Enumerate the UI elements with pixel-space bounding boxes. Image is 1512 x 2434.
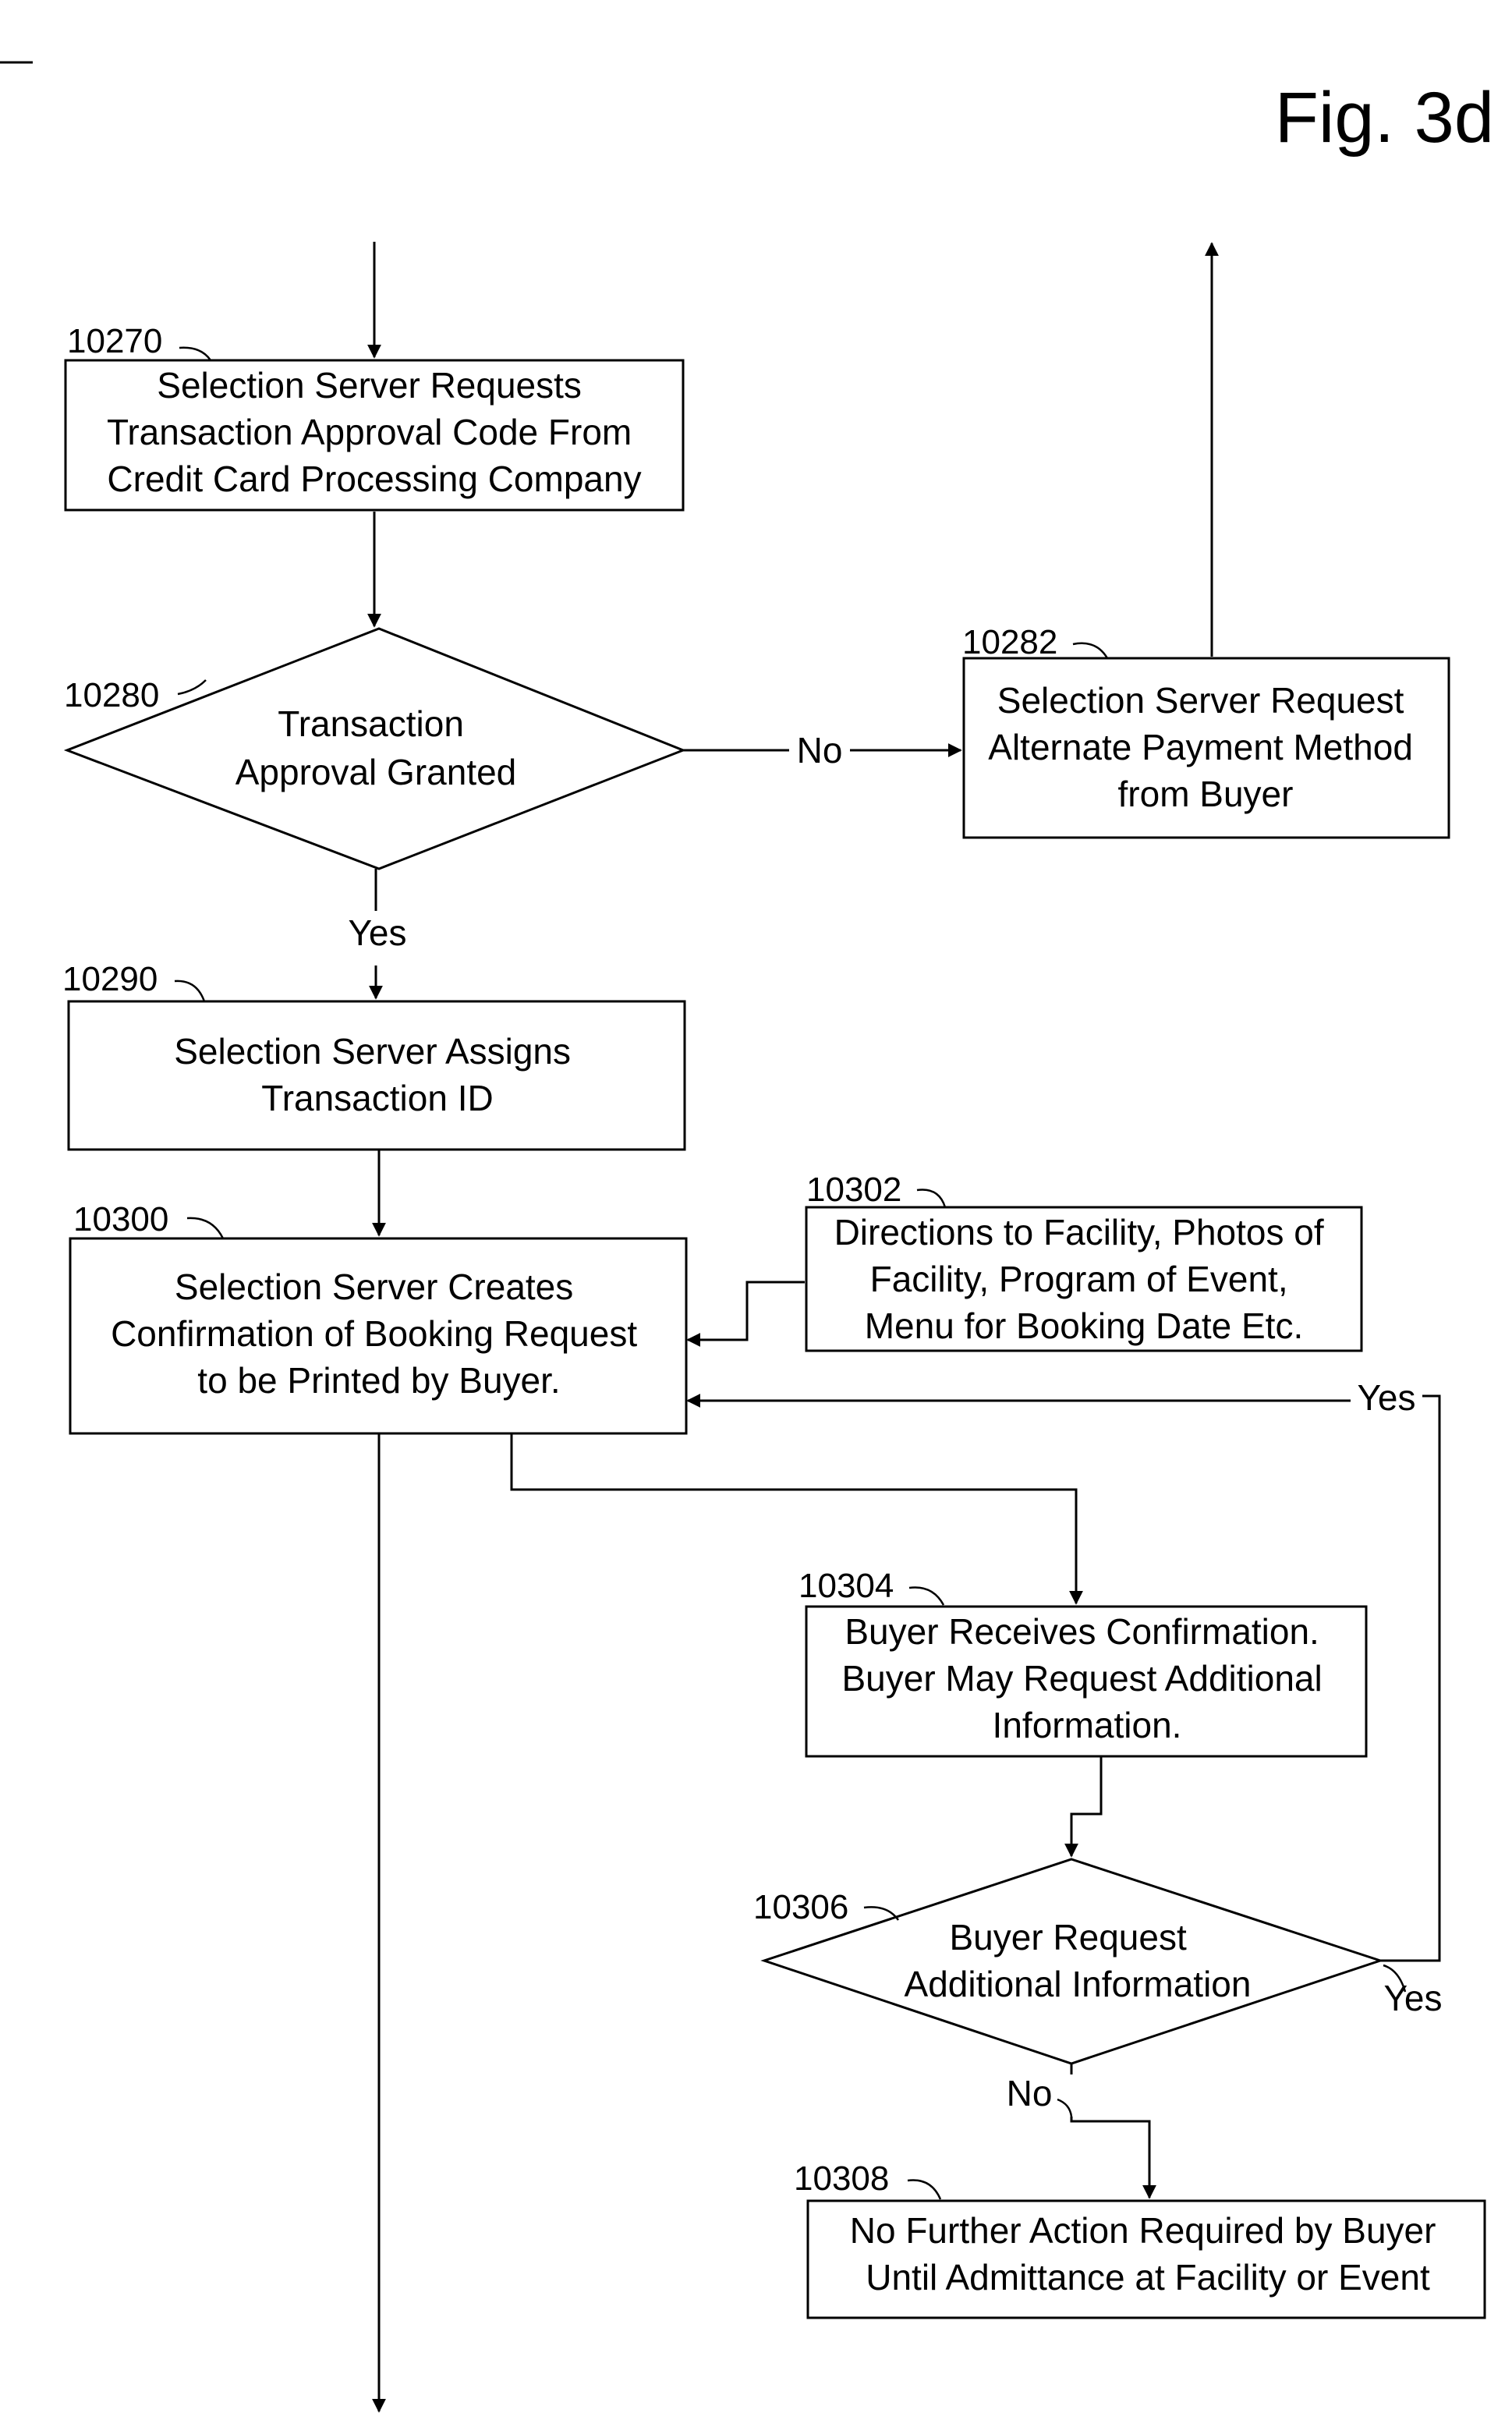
step-10290-ref: 10290 <box>62 960 158 998</box>
connector-10306-yes-loop-a <box>1380 1394 1441 1962</box>
decision-10306-diamond <box>760 1858 1384 2065</box>
decision-10306-line-2: Additional Information <box>905 1964 1252 2004</box>
step-10282-text: Selection Server Request Alternate Payme… <box>988 680 1422 814</box>
step-10308-box <box>806 2199 1486 2319</box>
ref-hook-10304 <box>908 1586 945 1606</box>
decision-10280-line-1: Transaction <box>278 703 464 744</box>
step-10300-text: Selection Server Creates Confirmation of… <box>111 1267 647 1401</box>
step-10270-line-2: Transaction Approval Code From <box>107 412 632 452</box>
step-10300-line-1: Selection Server Creates <box>175 1267 573 1307</box>
step-10304-box <box>805 1605 1368 1758</box>
step-10300-line-2: Confirmation of Booking Request <box>111 1313 637 1354</box>
edge-label-no-10280: No <box>797 730 843 771</box>
step-10308-ref: 10308 <box>794 2159 889 2198</box>
step-10302-line-1: Directions to Facility, Photos of <box>834 1212 1324 1252</box>
step-10308-line-1: No Further Action Required by Buyer <box>850 2210 1436 2251</box>
decision-10280-diamond <box>63 627 687 870</box>
step-10270-box <box>64 359 685 512</box>
connector-10304-10306 <box>1064 1756 1103 1858</box>
step-10302-line-3: Menu for Booking Date Etc. <box>865 1306 1304 1346</box>
edge-label-yes-10306-side: Yes <box>1383 1978 1442 2018</box>
step-10306-ref: 10306 <box>753 1888 848 1926</box>
step-10302-text: Directions to Facility, Photos of Facili… <box>834 1212 1334 1346</box>
connector-10300-10304 <box>510 1433 1083 1605</box>
step-10304-ref: 10304 <box>798 1567 894 1605</box>
step-10308-text: No Further Action Required by Buyer Unti… <box>850 2210 1446 2298</box>
ref-hook-10302 <box>916 1189 947 1208</box>
step-10302-line-2: Facility, Program of Event, <box>870 1259 1288 1299</box>
decision-10306-text: Buyer Request Additional Information <box>905 1917 1252 2004</box>
step-10270-text: Selection Server Requests Transaction Ap… <box>107 365 642 499</box>
ref-hook-10280 <box>177 679 207 696</box>
edge-label-yes-10280: Yes <box>348 912 406 953</box>
edge-label-yes-10306-top: Yes <box>1357 1377 1415 1418</box>
step-10300-box <box>69 1237 688 1435</box>
step-10290-box <box>67 1000 686 1151</box>
ref-hook-10308 <box>907 2179 942 2200</box>
ref-hook-10290 <box>174 980 206 1002</box>
step-10290-text: Selection Server Assigns Transaction ID <box>174 1031 581 1118</box>
step-10282-line-3: from Buyer <box>1118 774 1294 814</box>
ref-hook-10300 <box>186 1217 225 1239</box>
connector-10306-no-b <box>1070 2117 1156 2199</box>
label-hook-yes-10306 <box>1383 1964 1407 1993</box>
decision-10280-text: Transaction Approval Granted <box>235 703 517 792</box>
step-10282-line-1: Selection Server Request <box>997 680 1404 721</box>
ref-hook-10306 <box>863 1906 900 1921</box>
ref-hook-10270 <box>179 346 212 361</box>
step-10270-line-1: Selection Server Requests <box>157 365 582 406</box>
step-10280-ref: 10280 <box>64 676 159 714</box>
step-10290-line-1: Selection Server Assigns <box>174 1031 571 1072</box>
decision-10306-line-1: Buyer Request <box>949 1917 1186 1957</box>
figure-label: Fig. 3d <box>1275 78 1494 158</box>
step-10304-line-2: Buyer May Request Additional <box>841 1658 1322 1699</box>
step-10282-line-2: Alternate Payment Method <box>988 727 1413 767</box>
label-hook-no-10306 <box>1057 2098 1073 2117</box>
step-10308-line-2: Until Admittance at Facility or Event <box>866 2257 1430 2298</box>
connector-10302-10300 <box>686 1281 805 1347</box>
decision-10280-line-2: Approval Granted <box>235 752 517 792</box>
step-10304-line-3: Information. <box>993 1705 1182 1745</box>
step-10304-line-1: Buyer Receives Confirmation. <box>845 1611 1319 1652</box>
step-10302-box <box>805 1206 1363 1352</box>
step-10282-box <box>962 657 1450 839</box>
step-10270-line-3: Credit Card Processing Company <box>107 459 641 499</box>
step-10300-ref: 10300 <box>73 1200 168 1238</box>
step-10282-ref: 10282 <box>962 623 1057 661</box>
step-10304-text: Buyer Receives Confirmation. Buyer May R… <box>841 1611 1332 1745</box>
step-10300-line-3: to be Printed by Buyer. <box>197 1360 560 1401</box>
edge-label-no-10306: No <box>1007 2073 1053 2113</box>
step-10302-ref: 10302 <box>806 1171 901 1209</box>
ref-hook-10282 <box>1072 642 1109 659</box>
step-10290-line-2: Transaction ID <box>261 1078 493 1118</box>
step-10270-ref: 10270 <box>67 322 162 360</box>
